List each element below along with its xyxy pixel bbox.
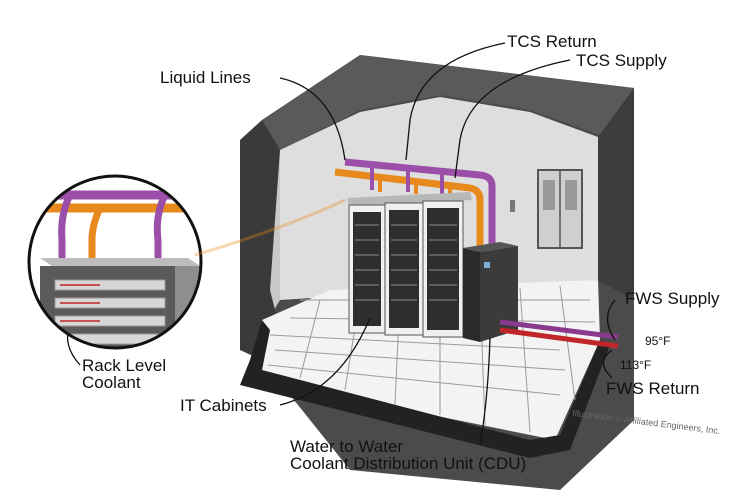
label-temp-supply: 95°F	[645, 334, 671, 348]
rack-level-inset	[29, 176, 201, 348]
leader-liquid-lines	[279, 77, 346, 161]
room-left-wall-face	[240, 120, 280, 360]
wall-switch	[510, 200, 515, 212]
label-cdu-line1: Water to Water	[290, 437, 404, 456]
it-cabinets	[347, 192, 472, 338]
label-rack-coolant: Coolant	[82, 373, 141, 392]
fws-supply-pipe	[499, 319, 619, 340]
label-temp-return: 113°F	[620, 358, 652, 372]
leader-tcs-return	[405, 42, 506, 161]
label-liquid-lines: Liquid Lines	[160, 68, 251, 87]
label-tcs-supply: TCS Supply	[576, 51, 667, 70]
label-fws-supply: FWS Supply	[625, 289, 720, 308]
cdu-unit	[463, 242, 518, 342]
leader-tcs-supply	[454, 59, 571, 179]
floor-edge	[240, 320, 610, 458]
tcs-return-pipe	[344, 158, 496, 248]
label-it-cabinets: IT Cabinets	[180, 396, 267, 415]
room-top-rim	[262, 55, 634, 150]
leader-cdu	[479, 337, 491, 446]
room-right-inner-wall	[598, 88, 634, 300]
floor-grid	[267, 285, 596, 433]
leader-fws-return	[602, 349, 613, 379]
label-cdu-line2: Coolant Distribution Unit (CDU)	[290, 454, 527, 473]
fws-return-pipe	[499, 327, 619, 349]
label-fws-return: FWS Return	[606, 379, 700, 398]
inset-circle-border	[27, 174, 203, 350]
leader-fws-supply	[606, 299, 616, 341]
label-tcs-return: TCS Return	[507, 32, 597, 51]
inset-connector	[194, 198, 346, 257]
tcs-supply-pipe	[334, 168, 484, 255]
label-rack-level: Rack Level	[82, 356, 167, 375]
leader-it-cabinets	[279, 317, 371, 406]
